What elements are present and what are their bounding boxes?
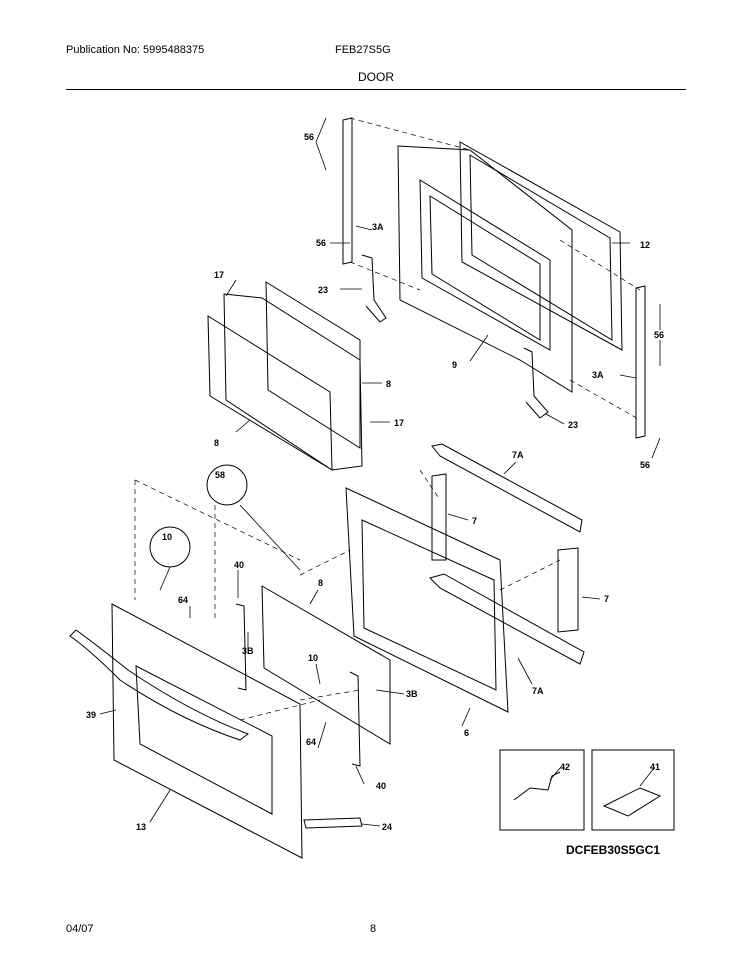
label-part-7a-bottom: 7A [532,686,544,696]
publication-number: Publication No: 5995488375 [66,44,205,56]
part-23-hinge-lower [523,347,549,419]
label-part-10-callout: 10 [162,532,172,542]
label-part-17-top: 17 [214,270,224,280]
model-number: FEB27S5G [335,44,391,56]
label-part-8-middle: 8 [318,578,323,588]
label-part-56-right: 56 [654,330,664,340]
label-part-64-lower: 64 [306,737,316,747]
part-8-glass-upper [265,281,361,449]
part-24-bottom-trim [303,817,363,829]
header-rule [66,89,686,90]
part-7-insulation [429,443,585,665]
label-part-40-upper: 40 [234,560,244,570]
label-part-56-top: 56 [304,132,314,142]
inset-box-41 [591,749,675,831]
label-part-58: 58 [215,470,225,480]
label-part-13: 13 [136,822,146,832]
label-part-23-lower: 23 [568,420,578,430]
label-part-7-upper: 7 [472,516,477,526]
label-part-10-lower: 10 [308,653,318,663]
label-part-8-upper: 8 [386,379,391,389]
label-part-64-upper: 64 [178,595,188,605]
part-3a-left-trim [342,117,353,265]
part-13-outer-door [111,603,303,859]
label-part-41: 41 [650,762,660,772]
part-8-glass-middle [261,585,391,745]
part-3a-right-trim [635,285,646,439]
part-23-hinge-upper [361,254,387,323]
part-41-clip [602,787,662,817]
label-part-7a-top: 7A [512,450,524,460]
label-part-12: 12 [640,240,650,250]
label-part-7-right: 7 [604,594,609,604]
label-part-39: 39 [86,710,96,720]
label-part-56-mid: 56 [316,238,326,248]
label-part-23-upper: 23 [318,285,328,295]
diagram-code: DCFEB30S5GC1 [566,843,661,857]
label-part-3b-right: 3B [406,689,418,699]
label-part-3b-left: 3B [242,646,254,656]
label-part-17-lower: 17 [394,418,404,428]
part-39-handle [69,629,250,741]
label-part-42: 42 [560,762,570,772]
label-part-9: 9 [452,360,457,370]
part-6-door-frame [345,487,509,713]
part-9-inner-panel [397,145,573,393]
footer-date: 04/07 [66,923,94,935]
part-40-bracket [235,603,361,767]
part-58-callout-circle [206,464,248,506]
label-part-8-lower: 8 [214,438,219,448]
part-12-liner [459,141,623,351]
label-part-3a-left: 3A [372,222,384,232]
label-part-3a-right: 3A [592,370,604,380]
label-part-40-lower: 40 [376,781,386,791]
page-number: 8 [370,923,377,935]
section-title: DOOR [358,70,394,84]
part-8-glass-lower [207,315,333,471]
label-part-6: 6 [464,728,469,738]
inset-box-42 [499,749,585,831]
label-part-24: 24 [382,822,392,832]
part-17-glass-frame [223,293,363,471]
label-part-56-bottom: 56 [640,460,650,470]
